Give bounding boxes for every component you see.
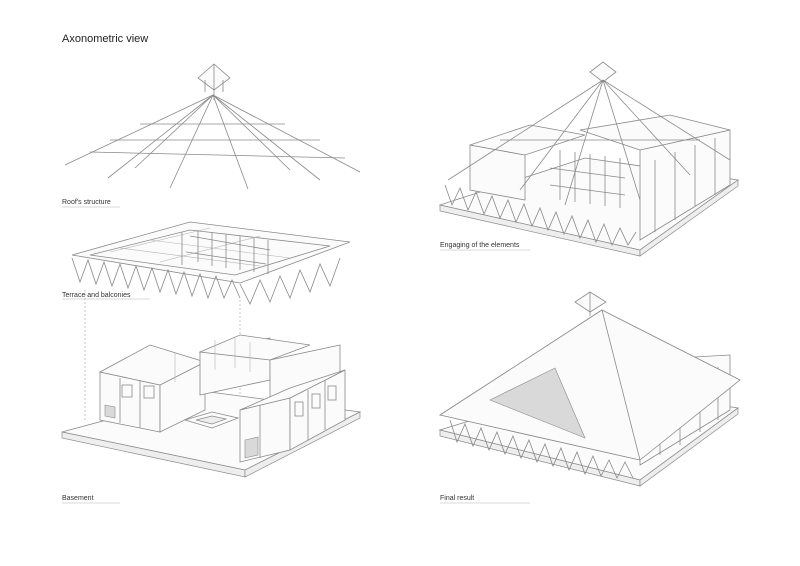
page-title: Axonometric view bbox=[62, 33, 149, 45]
caption-final: Final result bbox=[440, 495, 475, 502]
caption-terrace: Terrace and balconies bbox=[62, 292, 131, 299]
caption-engaging: Engaging of the elements bbox=[440, 242, 520, 249]
caption-leaders bbox=[62, 206, 530, 504]
caption-basement: Basement bbox=[62, 495, 94, 502]
roof-structure-drawing bbox=[64, 63, 361, 190]
final-result-drawing bbox=[438, 291, 741, 487]
engaging-elements-drawing bbox=[438, 61, 740, 257]
basement-drawing bbox=[61, 334, 362, 478]
terrace-balconies-drawing bbox=[71, 221, 351, 470]
caption-roof: Roof's structure bbox=[62, 199, 111, 206]
